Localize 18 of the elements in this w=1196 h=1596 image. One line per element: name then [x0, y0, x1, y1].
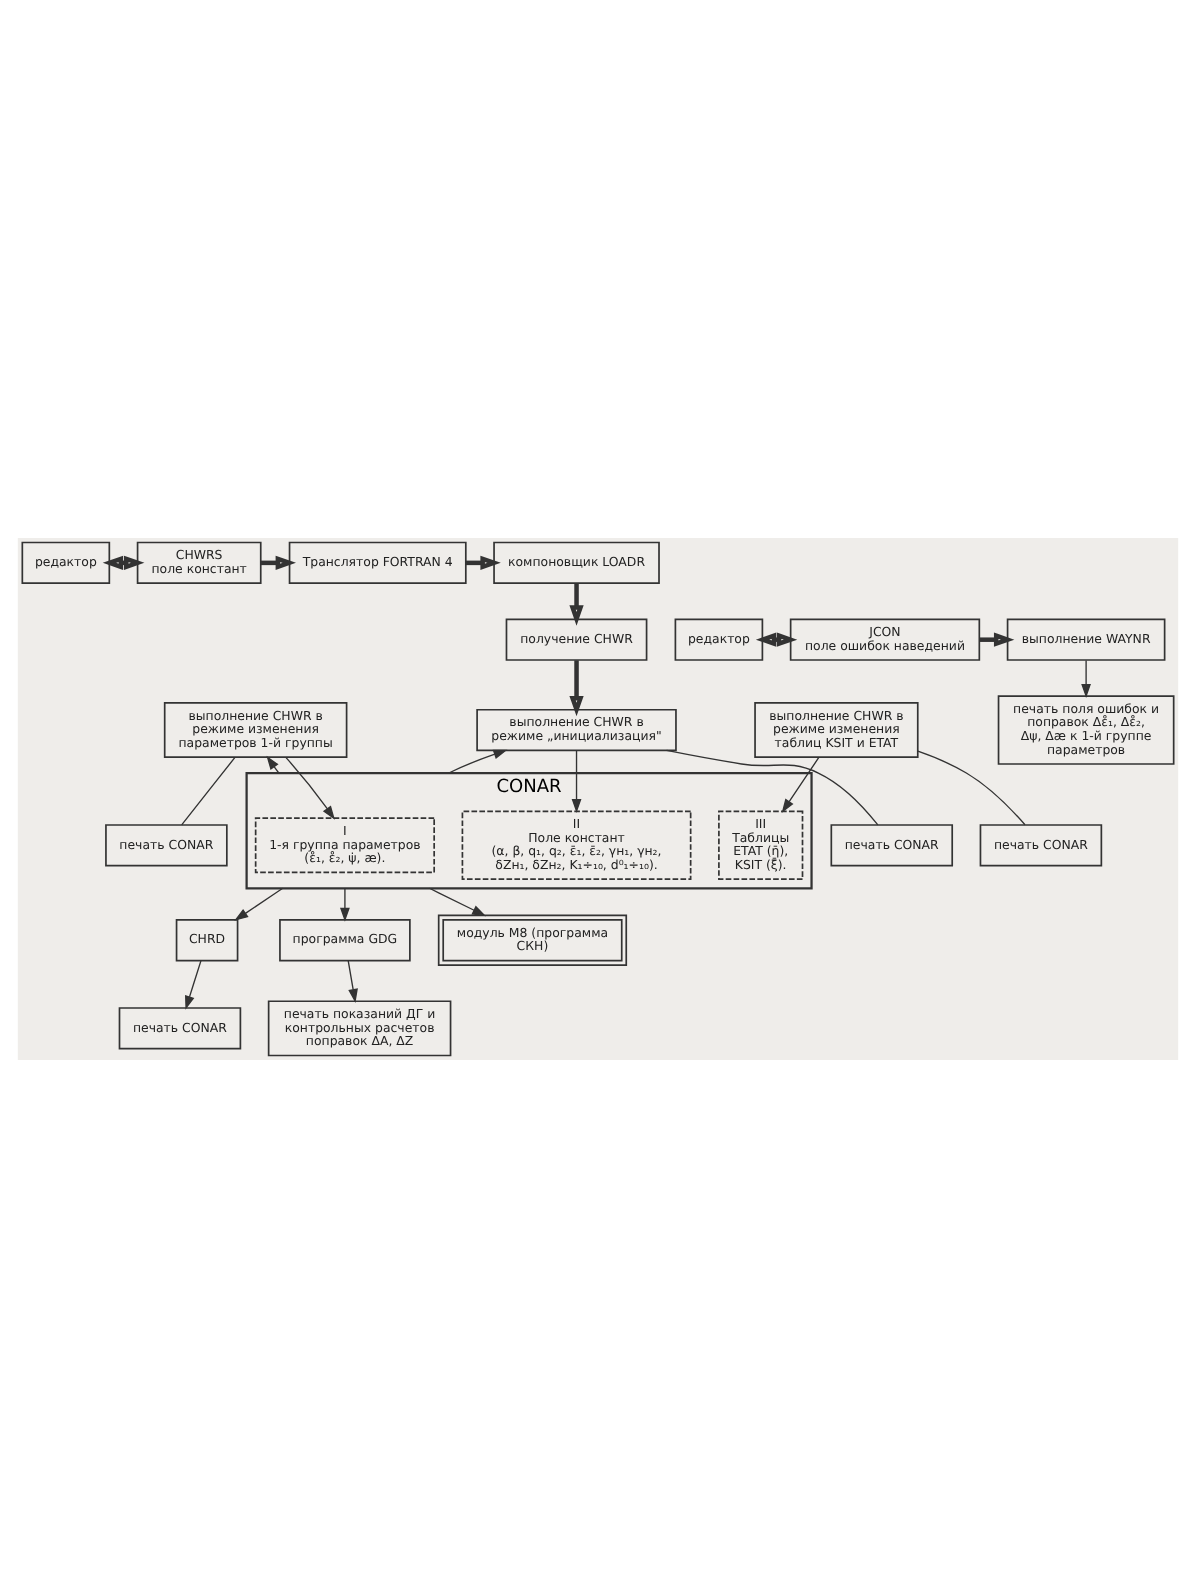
arrow: [340, 886, 350, 921]
arrow: [285, 755, 335, 819]
arrow: [755, 631, 798, 646]
connector: [181, 755, 236, 825]
arrow: [569, 659, 584, 716]
connector: [917, 749, 1026, 825]
arrow: [266, 754, 280, 773]
arrow: [781, 755, 820, 812]
arrow: [979, 631, 1015, 646]
arrow: [1081, 658, 1091, 697]
arrow: [569, 582, 584, 625]
arrow: [234, 886, 284, 920]
arrow: [428, 886, 487, 916]
arrow: [571, 749, 582, 813]
arrow: [185, 959, 202, 1009]
arrow: [347, 959, 358, 1002]
arrow: [448, 748, 508, 773]
connector: [665, 748, 879, 825]
